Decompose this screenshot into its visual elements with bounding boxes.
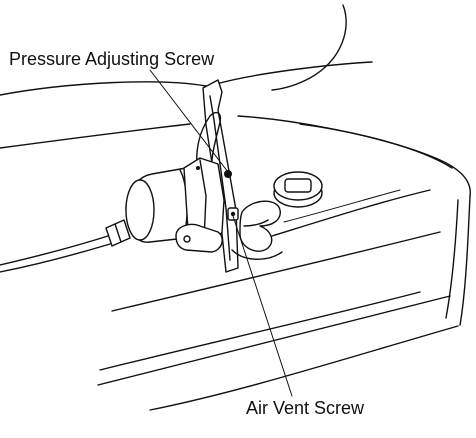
fuel-cap-window: [284, 178, 312, 193]
valve-wing-handle: [239, 200, 281, 252]
barrel-end-cap: [125, 179, 155, 241]
flange-bolt: [183, 235, 191, 243]
upper-body-lower-edge: [0, 123, 191, 149]
air-vent-screw-label: Air Vent Screw: [246, 398, 365, 418]
tank-rim-inner: [299, 123, 453, 169]
upper-body-outline: [0, 81, 207, 96]
air-vent-screw-head: [230, 211, 236, 217]
upper-surface-shoulder: [215, 61, 373, 85]
tank-front-line-2: [99, 291, 421, 371]
small-screw: [196, 166, 200, 170]
hose-line-lower: [0, 243, 111, 273]
tank-top-edge: [237, 115, 471, 197]
tank-right-side-inner: [445, 199, 459, 319]
tank-bottom-edge: [149, 325, 459, 411]
air-vent-leader: [232, 215, 293, 397]
pressure-screw-leader: [149, 69, 229, 173]
pipe-loop: [196, 111, 222, 177]
valve-base: [231, 249, 283, 260]
valve-wing-crease: [243, 219, 269, 227]
tank-right-side: [459, 195, 471, 326]
pressure-adjusting-screw-label: Pressure Adjusting Screw: [9, 49, 215, 69]
tank-shading-line-2: [283, 189, 401, 223]
hose-fitting-ridge: [114, 223, 122, 243]
flange-lobe: [175, 223, 223, 253]
bracket-inner-edge: [209, 95, 231, 261]
upper-hose-curve: [271, 4, 347, 91]
tank-front-line-3: [97, 295, 451, 386]
pressure-screw-head: [224, 170, 232, 178]
tank-shading-line: [271, 189, 431, 237]
regulator-head-line: [199, 159, 207, 241]
tank-front-line-1: [111, 231, 441, 312]
hose-line-upper: [0, 235, 109, 266]
